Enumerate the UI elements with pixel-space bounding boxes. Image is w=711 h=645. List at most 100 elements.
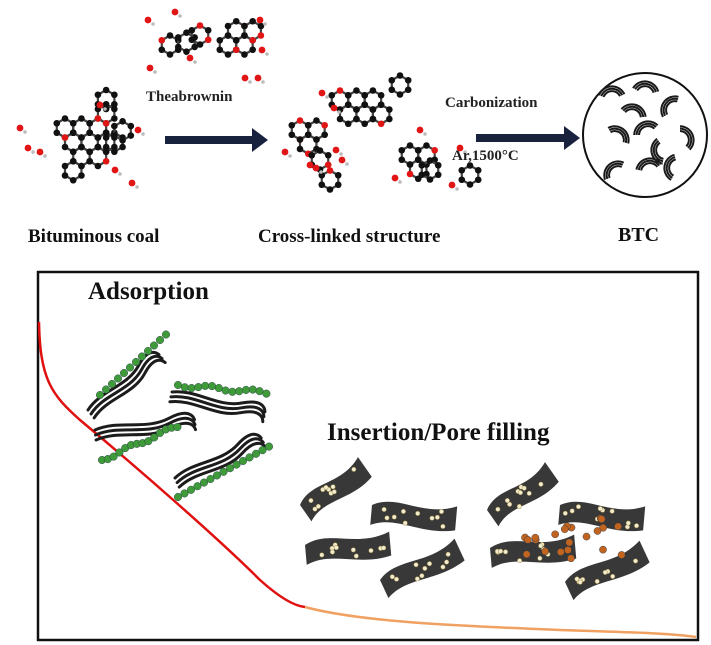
hydrogen-atom [265,52,269,56]
atom [423,142,430,149]
ion-particle [238,457,247,466]
hydrogen-atom [337,110,341,114]
ion-particle [565,538,574,547]
graphitic-domain [660,95,679,118]
atom [102,143,110,151]
ion-particle [180,383,189,392]
atom [344,101,352,109]
bituminous-coal-molecule [16,86,145,189]
oxygen-atom [24,144,32,152]
carbon-layer [603,160,625,181]
graphitic-domain [632,80,660,94]
atom [377,101,385,109]
atom [111,91,118,99]
carbon-layer [636,85,655,94]
atom [326,167,334,174]
carbon-sheet [168,390,267,424]
ion-particle [143,347,152,356]
ion-particle [193,482,202,491]
ion-particle [187,384,196,393]
hydrogen-atom [43,154,47,158]
carbon-layer [679,130,690,147]
atom [458,166,466,174]
atom [102,157,110,165]
atom [318,181,326,189]
ion-particle [308,498,314,503]
atom [94,134,102,141]
ion-particle [599,545,607,554]
hydrogen-atom [23,130,27,134]
ion-particle [593,527,602,535]
atom [257,32,265,39]
ion-particle [599,523,607,532]
ion-particle [351,466,357,472]
atom [249,46,256,54]
ion-particle [445,551,451,557]
hydrogen-atom [398,180,402,184]
carbon-layer [679,127,693,149]
ion-particle [400,509,406,514]
atom [102,100,110,108]
hydrogen-atom [31,150,35,154]
hydrogen-atom [135,185,139,189]
ion-particle [597,506,603,512]
atom [53,129,61,137]
ion-particle [109,452,118,461]
capacity-plot-frame [36,270,700,642]
atom [183,48,190,55]
intercalated-sheet [565,540,650,601]
ion-particle [228,387,237,396]
atom [369,87,377,94]
atom [127,132,135,139]
ion-particle [434,514,440,520]
hydrogen-atom [193,60,197,64]
ion-particle [440,523,446,529]
hydrogen-atom [178,14,182,18]
ion-particle [219,467,228,476]
ion-particle [440,564,446,570]
carbonization-condition-label: Ar,1500°C [452,148,519,164]
hydrogen-atom [151,22,155,26]
atom [224,22,232,30]
ion-particle [551,530,559,539]
atom [386,115,393,123]
carbon-layer [635,122,657,136]
hydrogen-atom [288,154,292,158]
atom [414,146,422,154]
ion-particle [439,509,444,514]
atom [326,186,334,193]
oxygen-atom [128,179,136,187]
ion-particle [214,384,223,393]
carbon-layer [602,90,621,98]
intercalated-sheet [370,501,458,532]
atom [377,91,385,99]
ion-particle [232,460,241,469]
hydrogen-atom [103,107,107,111]
ion-particle [614,522,622,531]
ion-particle [537,555,543,561]
atom [111,115,118,122]
atom [361,120,368,128]
ion-particle [517,558,523,564]
oxygen-atom [312,164,320,172]
carbon-layer [652,139,664,163]
oxygen-atom [256,16,264,24]
ion-particle [402,520,408,526]
intercalated-sheet [380,538,465,599]
ion-particle [634,523,639,529]
atom [344,120,352,128]
atom [404,86,412,94]
atom [61,172,69,179]
ion-particle [161,330,170,339]
ion-particle [155,428,164,437]
oxygen-atom [281,148,289,156]
atom [321,131,328,139]
atom [328,91,336,99]
ion-particle [265,442,274,451]
cross-linked-molecule [281,72,482,193]
hydrogen-atom [345,162,349,166]
oxygen-atom [144,16,152,24]
oxygen-atom [134,126,142,134]
intercalated-sheet [305,531,392,565]
